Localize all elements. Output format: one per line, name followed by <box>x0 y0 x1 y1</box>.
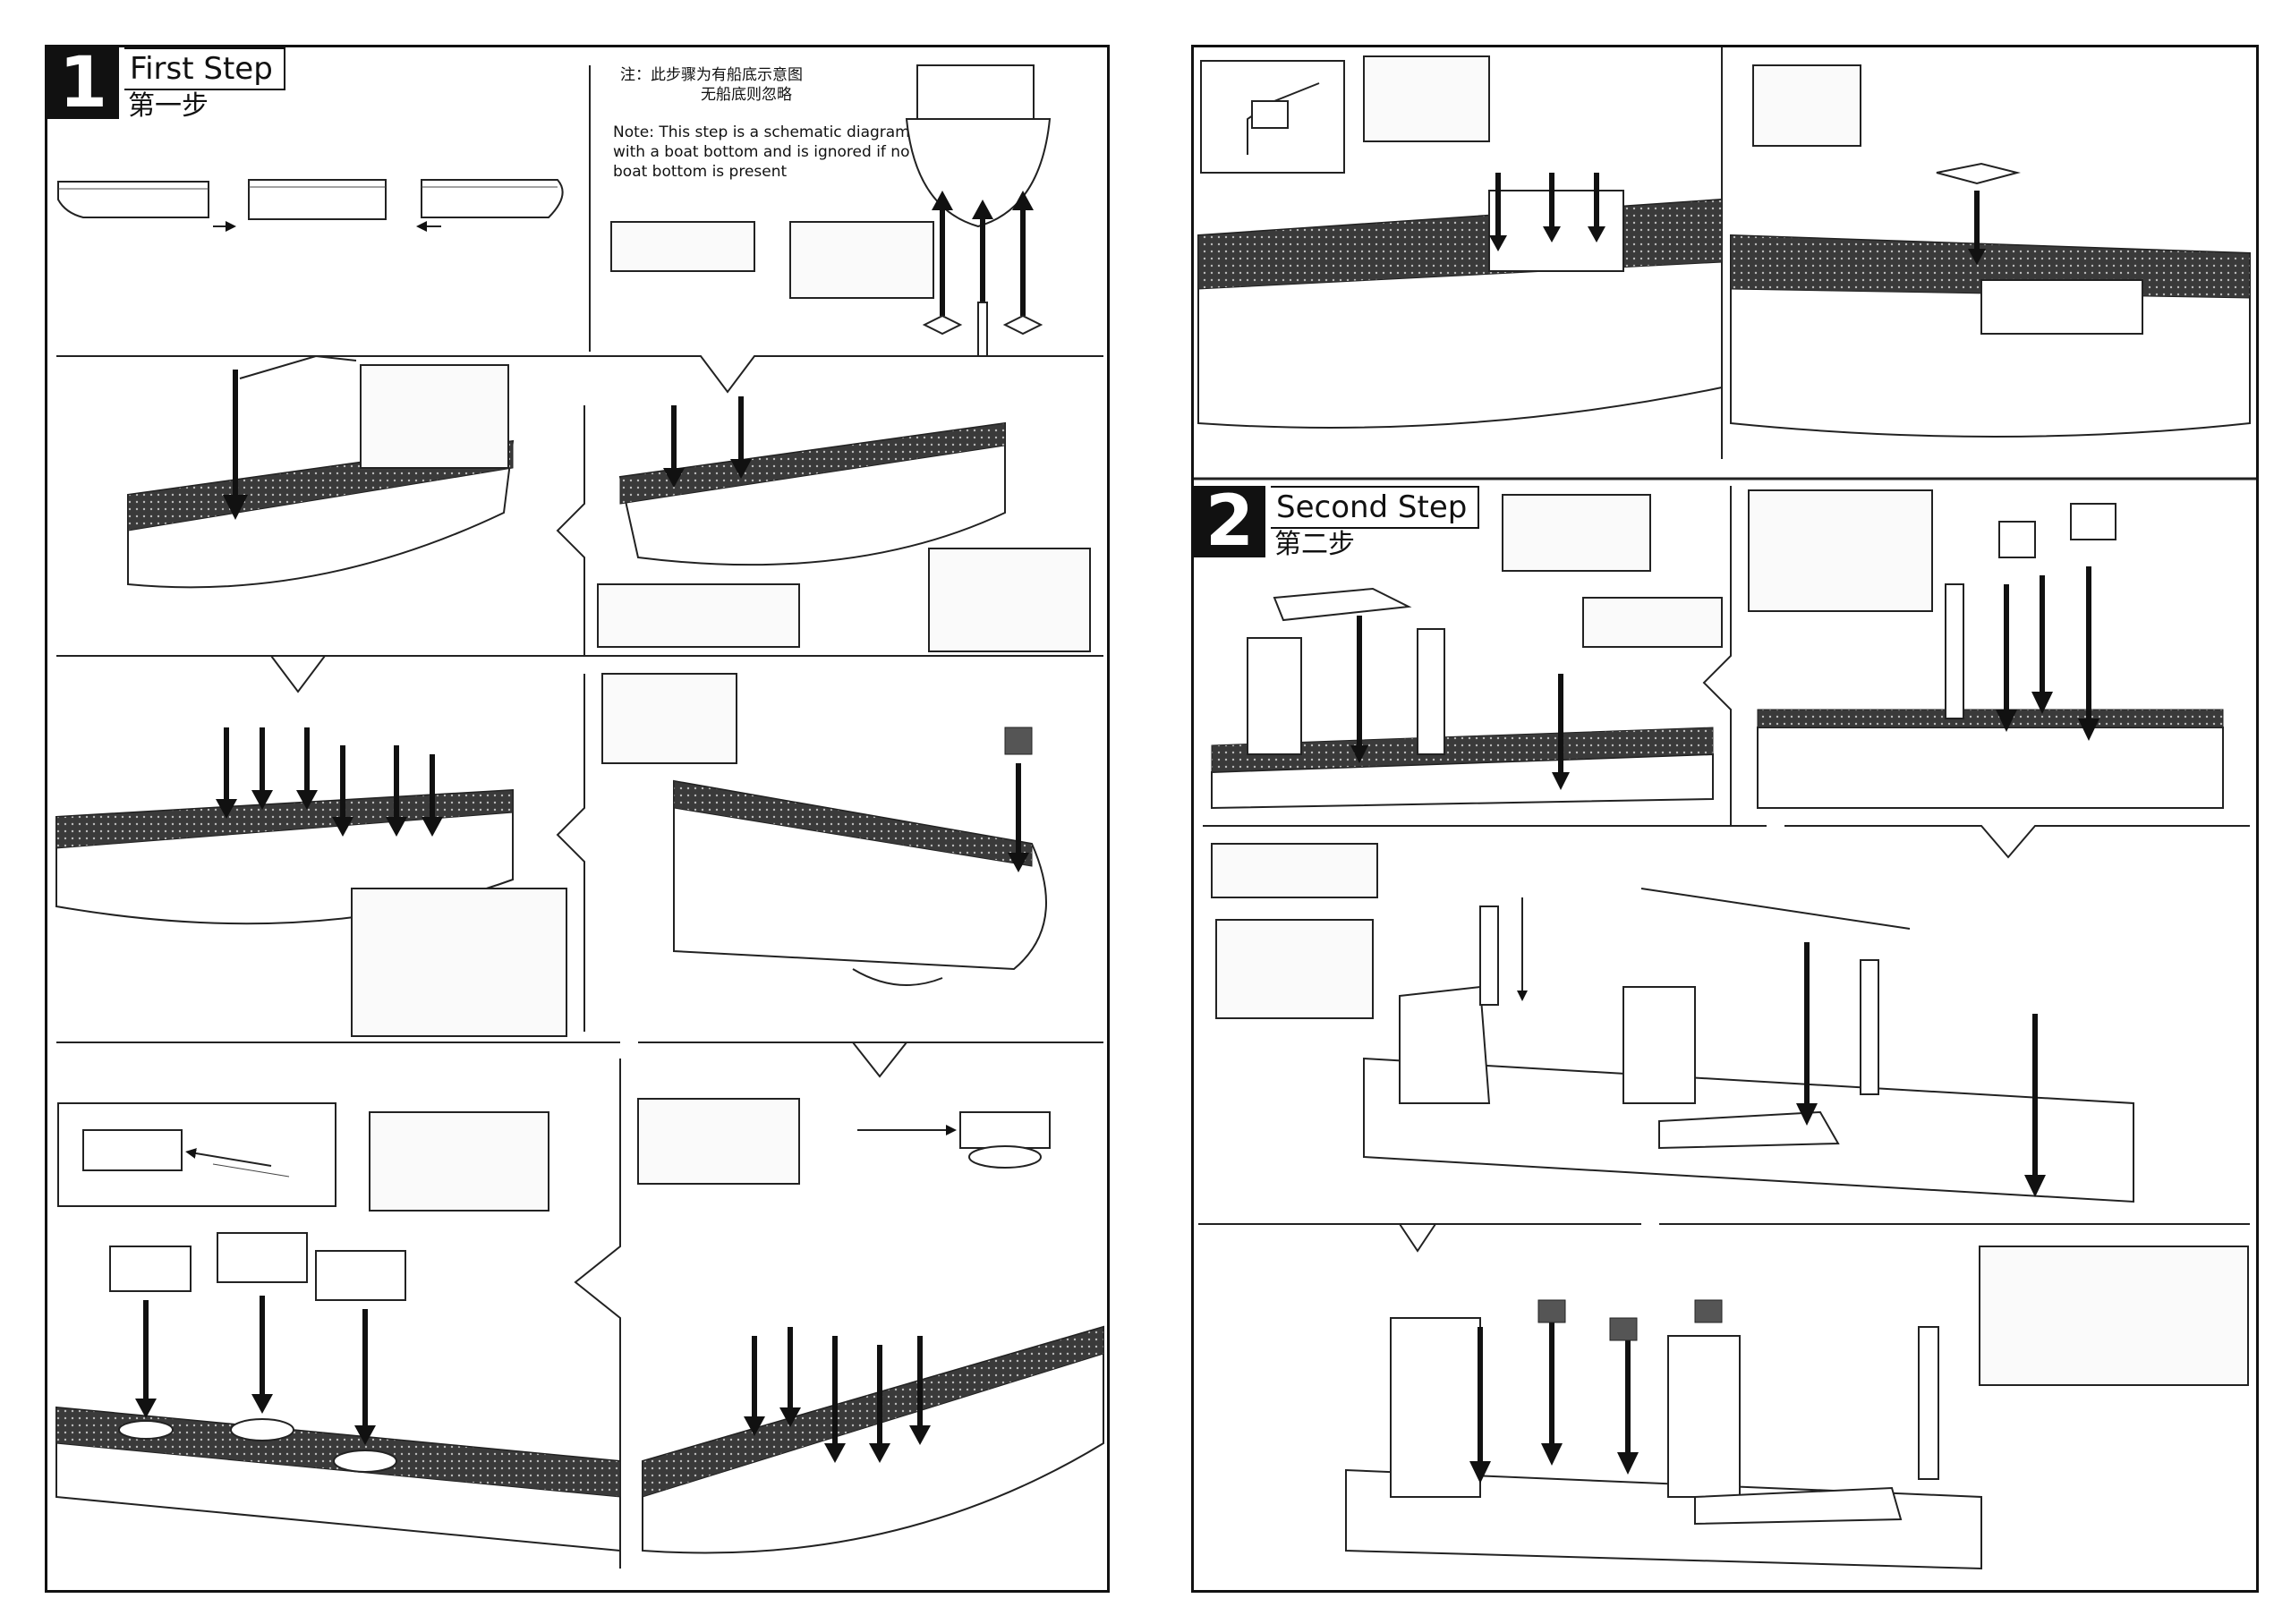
gun-turret-icon <box>82 1129 183 1171</box>
step-number-badge: 1 <box>47 47 119 119</box>
hull-segments-assembly <box>57 179 564 232</box>
photo-etch-sheet-icon <box>610 221 755 272</box>
step-title-english: Second Step <box>1271 486 1480 529</box>
gun-turret-icon <box>1251 100 1289 129</box>
note-chinese: 注：此步骤为有船底示意图 无船底则忽略 <box>620 66 803 104</box>
crane-deck-assembly <box>127 354 515 589</box>
final-aa-mounts-assembly <box>1345 1246 2249 1570</box>
superstructure-assembly <box>1211 843 2134 1203</box>
main-turrets-assembly <box>55 1102 621 1552</box>
step-2-illustrations <box>1194 47 2256 1570</box>
boat-mast-assembly <box>1211 494 1723 810</box>
instruction-page-left: 1 First Step 第一步 注：此步骤为有船底示意图 无船底则忽略 Not… <box>45 45 1110 1593</box>
step-1-header: 1 First Step 第一步 <box>47 47 285 123</box>
panel-dividers <box>56 65 1103 1569</box>
note-english: Note: This step is a schematic diagram w… <box>613 123 910 181</box>
seaplane-assembly <box>1730 64 2251 438</box>
bow-anchor-assembly <box>601 673 1047 986</box>
step-title-chinese: 第二步 <box>1274 529 1355 560</box>
arrow-down-icon <box>932 191 953 210</box>
step-title-chinese: 第一步 <box>128 90 209 122</box>
step-number-badge: 2 <box>1194 486 1265 557</box>
ship-hull-icon <box>57 181 209 218</box>
step-1-illustrations <box>55 64 1104 1569</box>
deck-fittings-assembly <box>597 396 1091 652</box>
funnel-searchlight-assembly <box>1748 489 2224 809</box>
aa-gun-detail <box>1197 55 1723 429</box>
stern-propeller-assembly <box>610 64 1052 357</box>
panel-dividers <box>1194 47 2256 1253</box>
boats-assembly <box>55 727 567 1037</box>
step-2-header: 2 Second Step 第二步 <box>1194 486 1480 561</box>
instruction-page-right: 2 Second Step 第二步 <box>1191 45 2259 1593</box>
secondary-guns-assembly <box>637 1098 1104 1554</box>
step-title-english: First Step <box>124 47 285 90</box>
